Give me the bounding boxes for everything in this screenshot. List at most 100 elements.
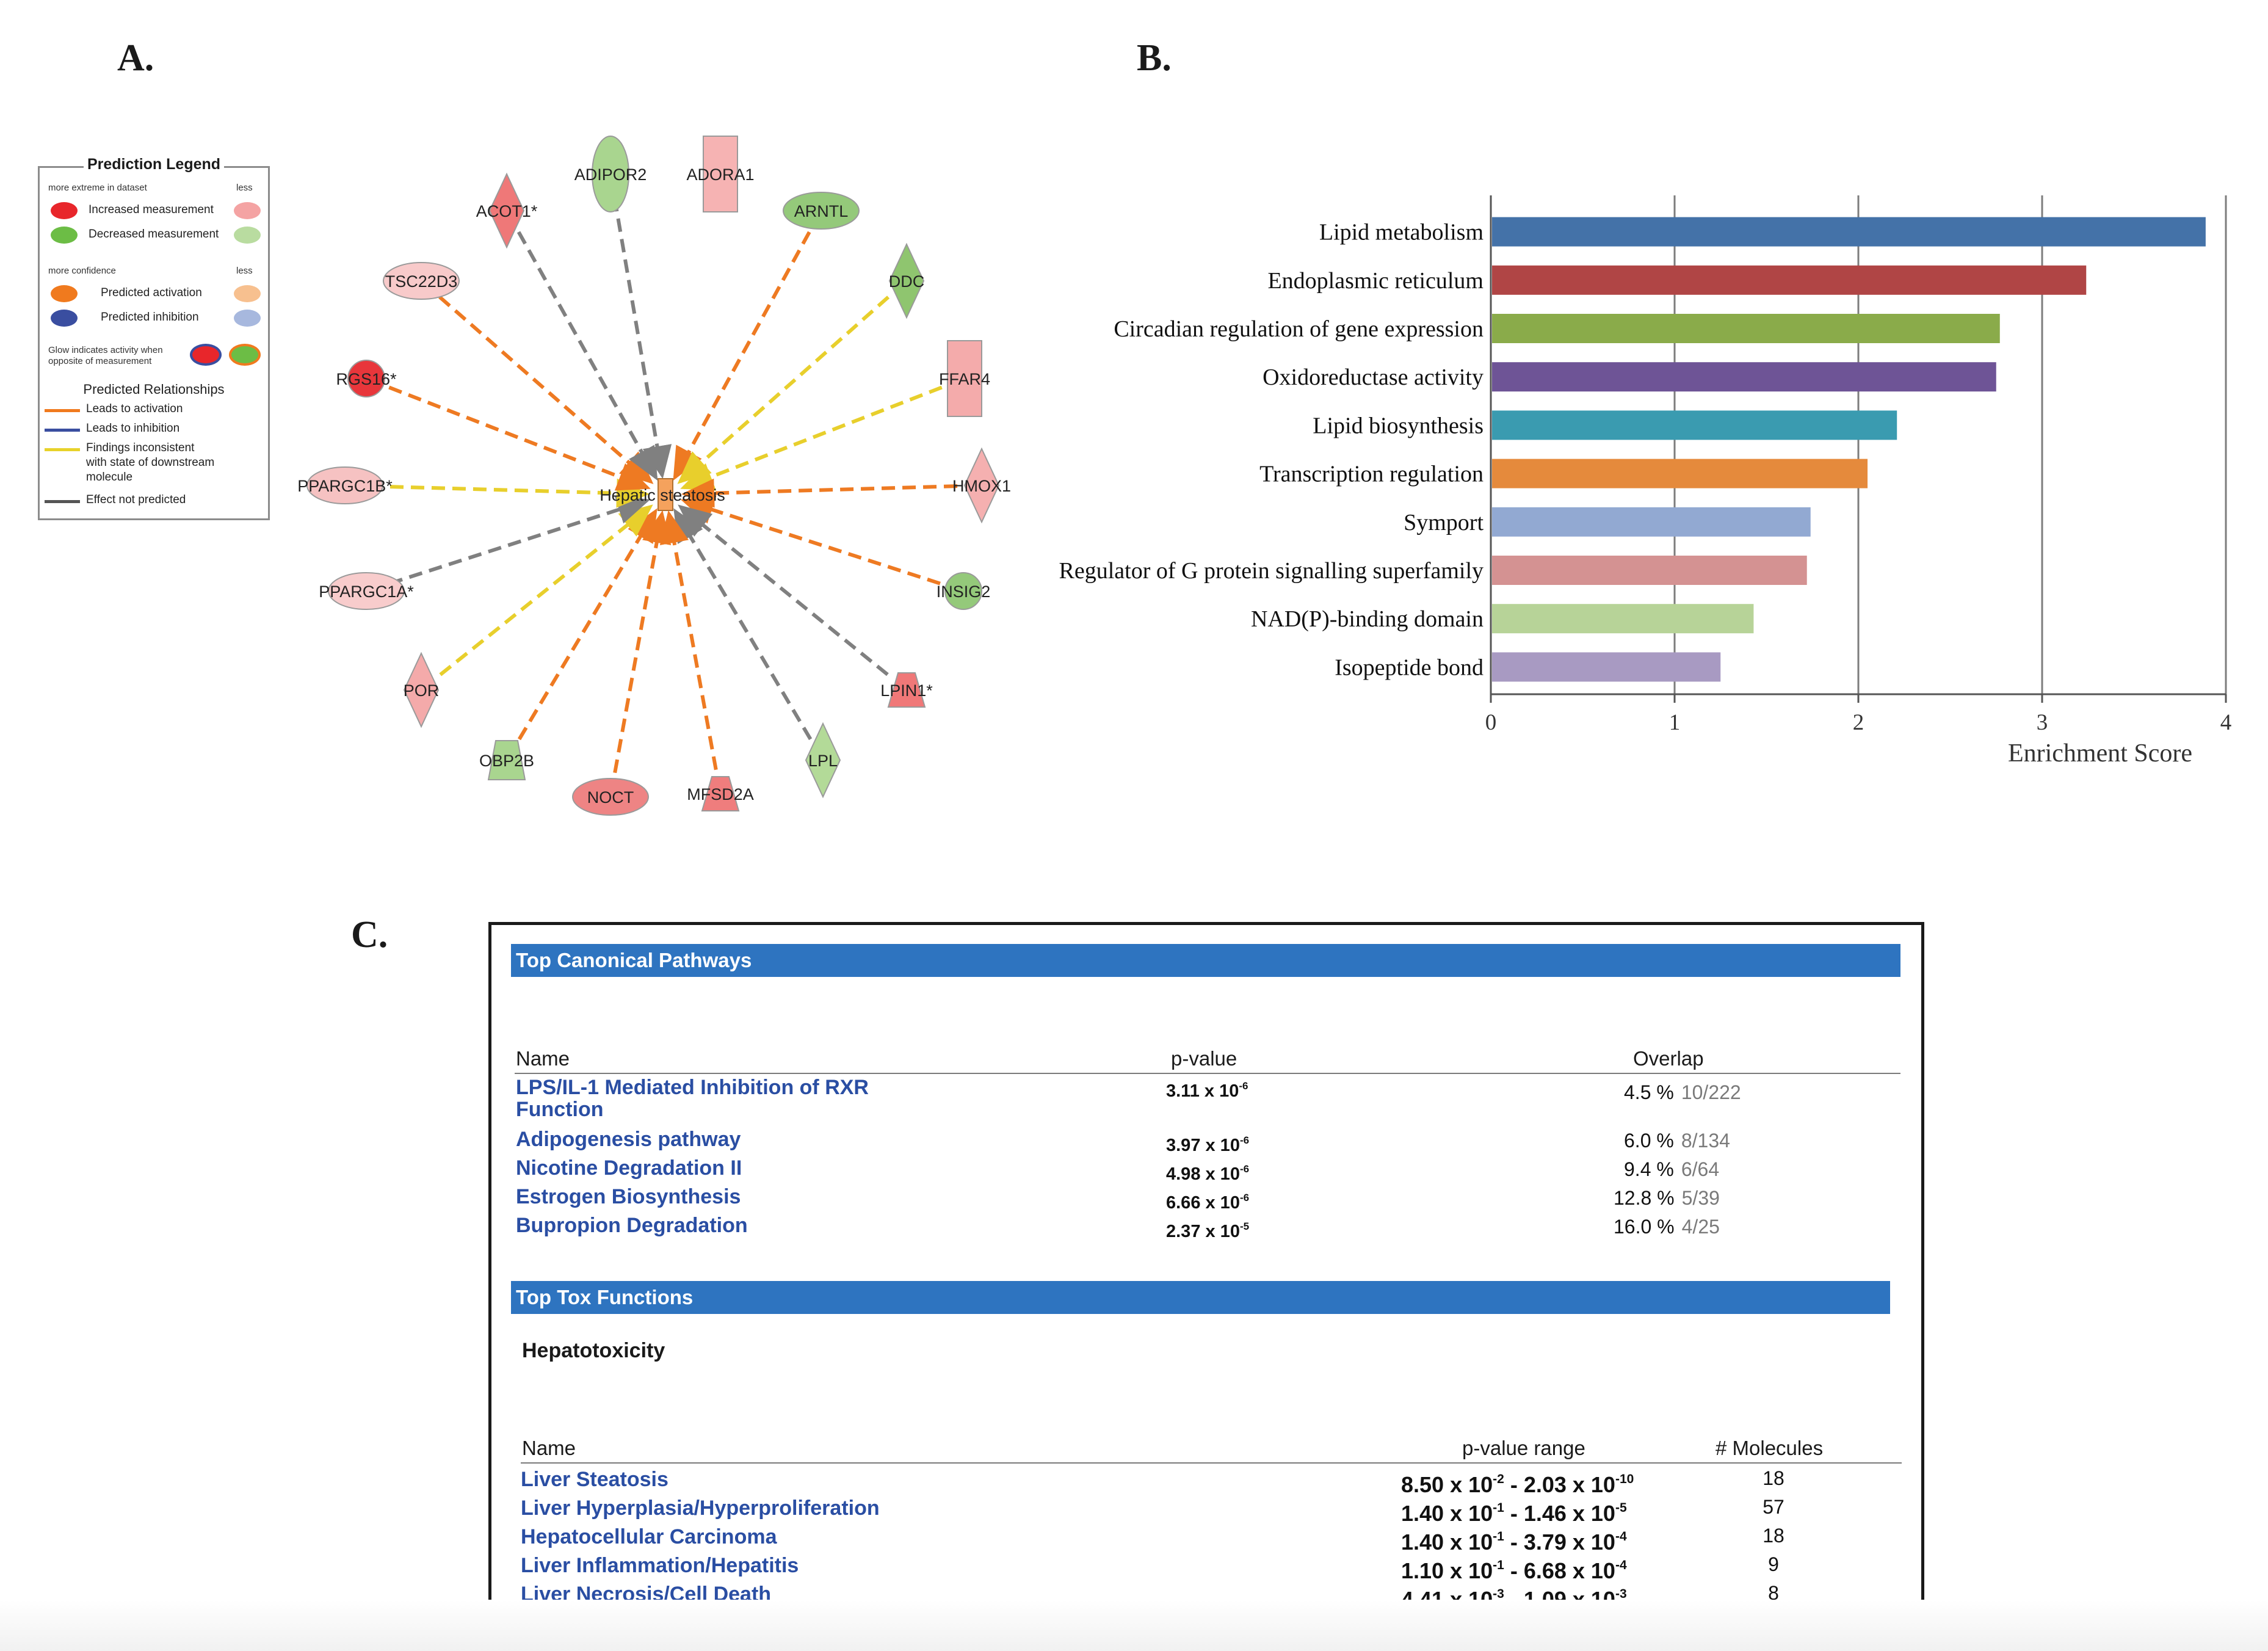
tox-function-link[interactable]: Liver Steatosis [521,1468,668,1491]
edge-lpl [673,508,813,741]
node-ffar4: FFAR4 [939,340,990,417]
edge-hmox1 [681,478,958,508]
edge-arntl [673,231,811,481]
node-adipor2: ADIPOR2 [574,136,647,212]
edge-mfsd2a [659,510,718,771]
pathway-link[interactable]: Adipogenesis pathway [516,1128,741,1151]
bar [1492,410,1897,440]
x-tick-label: 0 [1485,710,1497,735]
node-por: POR [403,651,440,728]
bar [1492,217,2206,247]
node-label: DDC [889,272,925,291]
pathway-overlap: 12.8 %5/39 [1614,1187,1720,1209]
node-shape [947,340,982,417]
inconsistent-line-swatch [45,448,80,451]
node-tsc22d3: TSC22D3 [383,262,460,300]
pathway-overlap: 6.0 %8/134 [1624,1130,1730,1152]
legend-item-label: Predicted inhibition [101,311,199,324]
relationship-label: Effect not predicted [86,493,186,506]
increased-strong-swatch [51,202,78,219]
node-lpl: LPL [805,722,841,799]
node-label: RGS16* [336,370,397,388]
node-label: PPARGC1B* [297,477,393,495]
node-label: PPARGC1A* [319,582,414,601]
x-tick-label: 3 [2037,710,2048,735]
relationship-label: Leads to inhibition [86,422,180,435]
tox-molecule-count: 18 [1763,1525,1784,1547]
increased-weak-swatch [234,202,261,219]
pathways-name-header: Name [516,1047,570,1070]
node-label: INSIG2 [937,582,991,601]
edge-ppargc1b [369,478,650,508]
pathway-pvalue: 4.98 x 10-6 [1166,1163,1250,1184]
tox-function-link[interactable]: Liver Inflammation/Hepatitis [521,1554,799,1577]
pathway-link[interactable]: Estrogen Biosynthesis [516,1185,741,1208]
legend-title: Prediction Legend [83,156,225,173]
node-shape [963,447,1000,524]
inhibition-weak-swatch [234,310,261,327]
tox-function-link[interactable]: Hepatocellular Carcinoma [521,1525,777,1548]
node-shape [488,172,525,249]
node-hmox1: HMOX1 [952,447,1011,524]
node-mfsd2a: MFSD2A [687,776,754,811]
pathway-pvalue: 6.66 x 10-6 [1166,1192,1250,1213]
x-tick-label: 4 [2220,710,2232,735]
node-ppargc1a: PPARGC1A* [319,572,414,610]
bottom-fade [0,1600,2268,1651]
node-label: ADORA1 [686,165,754,184]
activation-line-swatch [45,409,80,412]
pathway-overlap: 16.0 %4/25 [1614,1216,1720,1238]
relationship-label: Leads to activation [86,402,183,415]
inhibition-strong-swatch [51,310,78,327]
edge-adipor2 [612,197,672,479]
category-label: Endoplasmic reticulum [1267,268,1484,294]
category-label: Transcription regulation [1259,462,1484,487]
pathway-link[interactable]: Bupropion Degradation [516,1214,748,1237]
legend-glow-label: opposite of measurement [48,356,152,366]
category-label: Lipid metabolism [1319,220,1484,245]
edge-lpin1 [678,504,889,677]
tox-pvalue-range: 1.40 x 10-1 - 3.79 x 10-4 [1401,1529,1627,1555]
tox-functions-header: Top Tox Functions [511,1281,1890,1314]
edge-ddc [677,296,890,484]
node-label: ACOT1* [476,202,538,220]
node-rgs16: RGS16* [336,360,397,397]
node-label: NOCT [587,788,634,807]
node-hepatic-steatosis: Hepatic steatosis [600,478,725,511]
node-shape [403,651,440,728]
node-insig2: INSIG2 [937,572,991,610]
tox-molecule-count: 57 [1763,1496,1784,1518]
edge-noct [613,510,672,774]
panel-label-b: B. [1137,37,1172,79]
tox-pvalue-range: 1.40 x 10-1 - 1.46 x 10-5 [1401,1501,1627,1526]
legend-confidence-label: more confidence [48,266,116,276]
bar [1492,556,1807,585]
bar [1492,314,2000,343]
category-label: NAD(P)-binding domain [1251,606,1484,632]
glow-inhibition-swatch [192,346,219,363]
tox-function-link[interactable]: Liver Hyperplasia/Hyperproliferation [521,1497,880,1520]
hepatotoxicity-subtitle: Hepatotoxicity [522,1339,665,1362]
pathways-overlap-header: Overlap [1633,1047,1704,1070]
node-acot1: ACOT1* [476,172,538,249]
pathway-link[interactable]: Nicotine Degradation II [516,1156,742,1180]
center-node-label: Hepatic steatosis [600,486,725,504]
node-label: POR [404,681,440,700]
edge-ffar4 [680,385,943,491]
edge-por [439,504,653,677]
node-shape [783,192,860,230]
node-lpin1: LPIN1* [880,672,933,708]
node-label: ADIPOR2 [574,165,647,184]
prediction-legend: Prediction Legend more extreme in datase… [38,156,270,520]
canonical-pathways-header: Top Canonical Pathways [511,944,1900,977]
relationship-label: molecule [86,471,133,484]
ipa-summary-box: Top Canonical Pathways Name p-value Over… [488,922,1924,1636]
legend-less-label: less [236,183,253,193]
tox-range-header: p-value range [1462,1437,1585,1459]
bar [1492,652,1721,682]
tox-molecules-header: # Molecules [1715,1437,1824,1459]
node-shape [703,136,738,212]
